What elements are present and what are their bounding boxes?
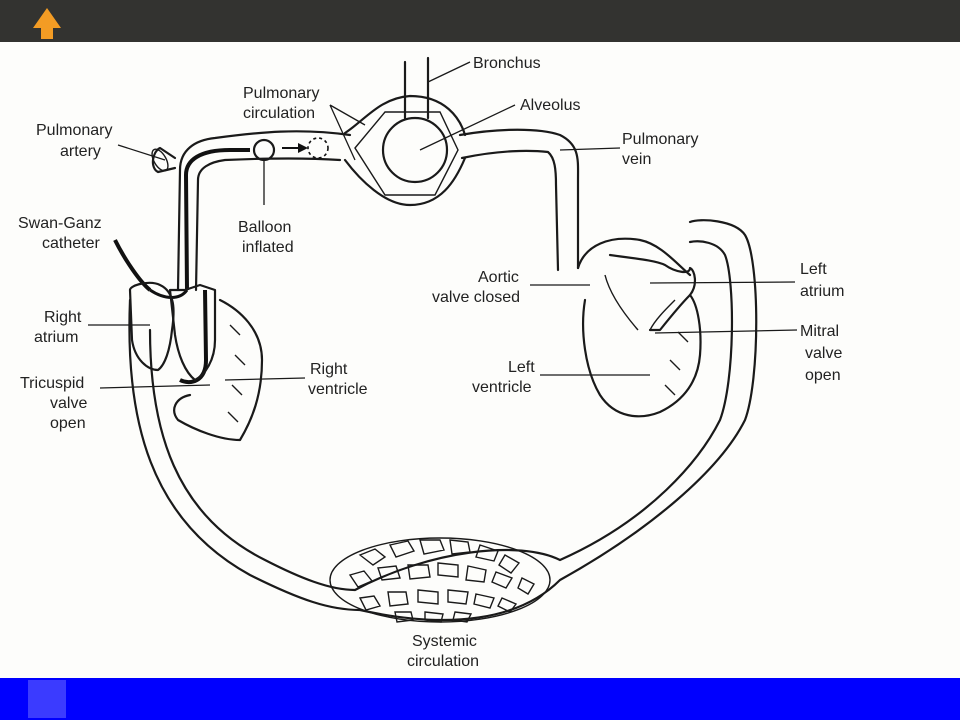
diagram-area: Bronchus Pulmonary circulation Alveolus … <box>0 42 960 678</box>
systemic-capillary-bed <box>329 537 551 623</box>
label-pulmonary-vein-2: vein <box>622 151 651 168</box>
label-tricuspid-3: open <box>50 415 86 432</box>
label-swan-ganz-1: Swan-Ganz <box>18 215 102 232</box>
right-heart <box>128 281 264 442</box>
swan-ganz-catheter <box>113 137 329 385</box>
circulation-diagram: Bronchus Pulmonary circulation Alveolus … <box>18 55 844 670</box>
label-tricuspid-1: Tricuspid <box>20 375 84 392</box>
label-systemic-circulation-2: circulation <box>407 653 479 670</box>
label-swan-ganz-2: catheter <box>42 235 100 252</box>
leader-lines <box>88 61 798 389</box>
up-arrow-icon[interactable] <box>32 6 62 40</box>
left-heart <box>576 237 702 418</box>
pulmonary-vein-vessel <box>458 128 580 272</box>
label-left-atrium-2: atrium <box>800 283 844 300</box>
bottom-bar <box>0 678 960 720</box>
label-aortic-valve-1: Aortic <box>478 269 519 286</box>
top-bar <box>0 0 960 42</box>
label-left-ventricle-1: Left <box>508 359 535 376</box>
label-mitral-valve-3: open <box>805 367 841 384</box>
nav-square-button[interactable] <box>28 680 66 718</box>
label-right-ventricle-1: Right <box>310 361 348 378</box>
label-right-atrium-2: atrium <box>34 329 78 346</box>
label-bronchus: Bronchus <box>473 55 541 72</box>
label-mitral-valve-1: Mitral <box>800 323 839 340</box>
alveolus-structure <box>343 56 467 207</box>
pulmonary-artery-vessel <box>151 130 352 292</box>
label-tricuspid-2: valve <box>50 395 87 412</box>
label-mitral-valve-2: valve <box>805 345 842 362</box>
systemic-loop <box>128 219 758 622</box>
label-left-ventricle-2: ventricle <box>472 379 532 396</box>
label-pulmonary-artery-2: artery <box>60 143 101 160</box>
label-pulmonary-artery-1: Pulmonary <box>36 122 112 139</box>
label-systemic-circulation-1: Systemic <box>412 633 477 650</box>
label-right-ventricle-2: ventricle <box>308 381 368 398</box>
label-aortic-valve-2: valve closed <box>432 289 520 306</box>
label-alveolus: Alveolus <box>520 97 580 114</box>
label-left-atrium-1: Left <box>800 261 827 278</box>
label-pulmonary-vein-1: Pulmonary <box>622 131 698 148</box>
label-right-atrium-1: Right <box>44 309 82 326</box>
label-pulmonary-circulation-1: Pulmonary <box>243 85 319 102</box>
label-balloon-1: Balloon <box>238 219 291 236</box>
label-pulmonary-circulation-2: circulation <box>243 105 315 122</box>
label-balloon-2: inflated <box>242 239 294 256</box>
